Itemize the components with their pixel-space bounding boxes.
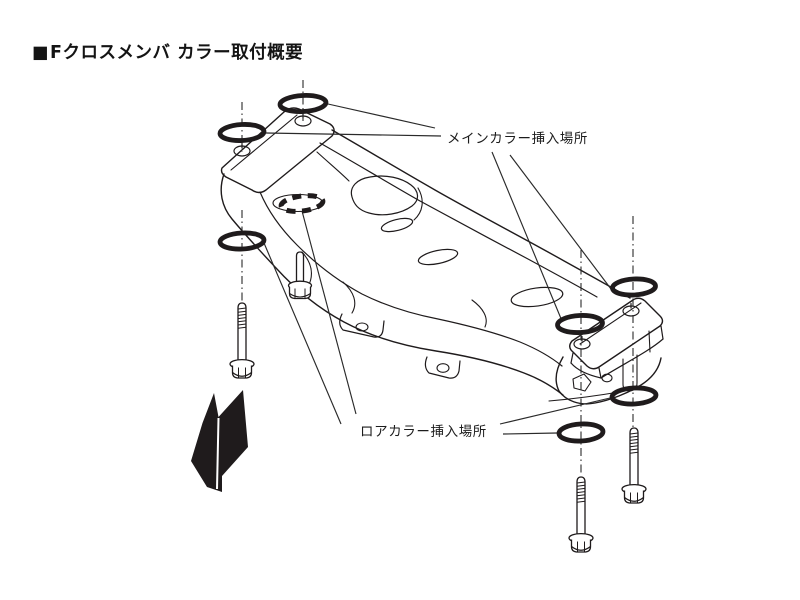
leader-main-2 (265, 132, 442, 137)
bolt-front-left (229, 302, 255, 379)
main-collar-oring-rear-inner (555, 313, 605, 335)
bolt-center (287, 251, 313, 300)
leader-lower-3 (499, 397, 611, 425)
lower-collar-callout: ロアカラー挿入場所 (360, 424, 487, 440)
main-collar-oring-rear-outer (610, 276, 658, 298)
lower-collar-oring-rear-inner (556, 421, 606, 444)
leader-main-3 (491, 151, 563, 322)
leader-main-4 (509, 154, 612, 290)
bolt-rear-inner (568, 476, 594, 553)
title-square-marker: ■ (32, 43, 50, 63)
bolts (229, 251, 647, 553)
direction-arrow-icon (191, 390, 248, 492)
leader-lower-4 (502, 432, 558, 435)
lower-collar-oring-left (217, 230, 267, 252)
centerlines (241, 80, 634, 476)
main-collar-oring-front-outer (277, 93, 329, 114)
collar-orings (217, 93, 659, 444)
main-collar-oring-front-inner (217, 122, 267, 143)
leader-lower-1 (301, 210, 357, 415)
crossmember-body (220, 107, 664, 405)
main-collar-callout: メインカラー挿入場所 (447, 131, 588, 147)
leader-lower-2 (263, 242, 342, 425)
hidden-collar-hole (278, 193, 326, 214)
page-title: ■Fクロスメンバ カラー取付概要 (32, 39, 303, 64)
bolt-rear-outer (621, 427, 647, 504)
title-text: Fクロスメンバ カラー取付概要 (50, 43, 304, 63)
leader-main-1 (327, 103, 436, 129)
leader-lines (263, 103, 612, 435)
lower-collar-oring-rear-outer (609, 385, 659, 407)
